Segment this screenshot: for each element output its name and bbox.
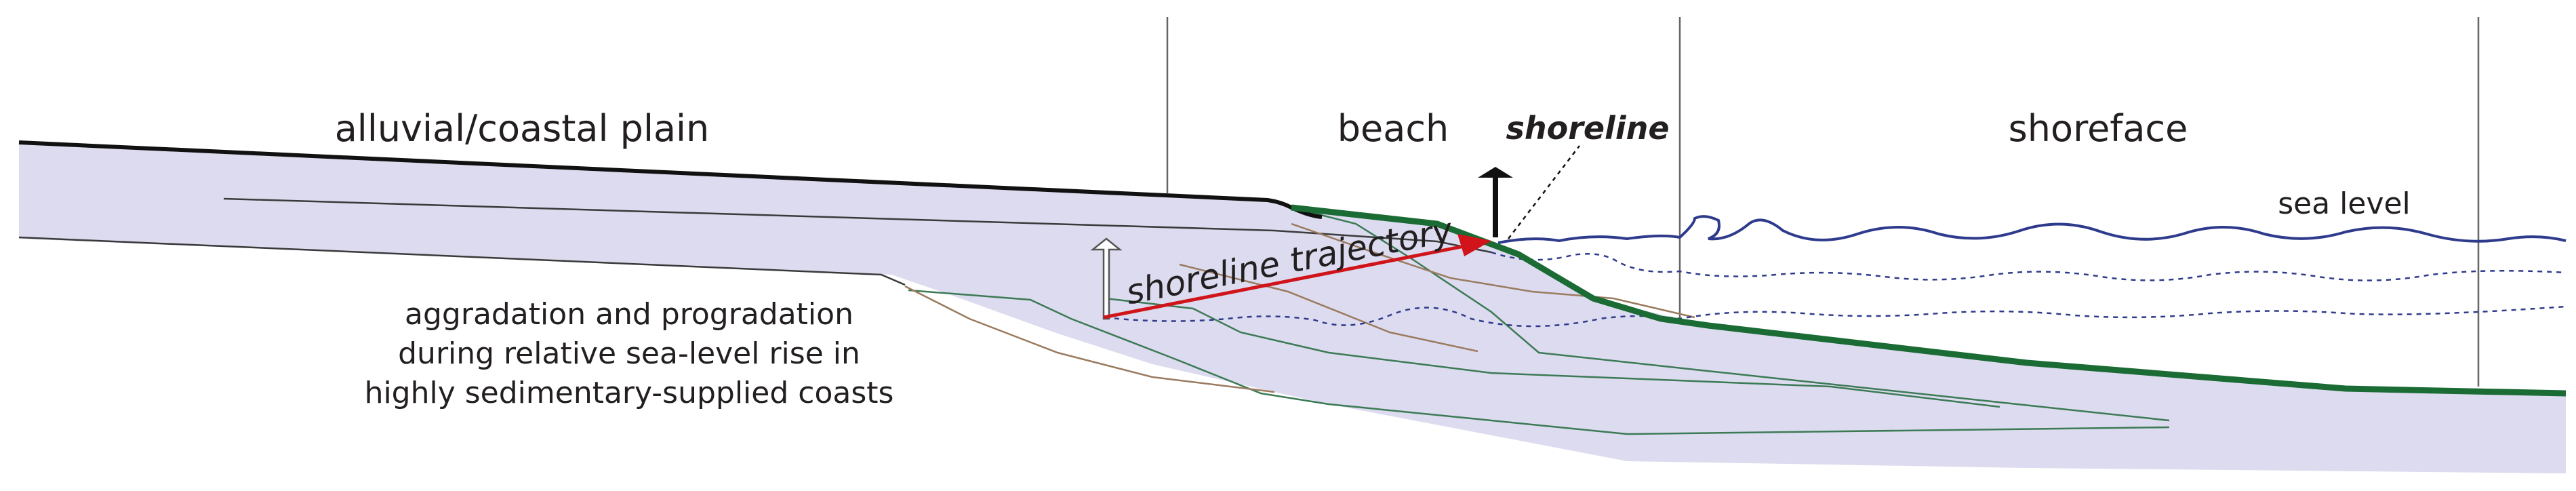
trajectory-shaft bbox=[1103, 243, 1468, 319]
bed-brown-3 bbox=[1291, 222, 1695, 319]
sediment-body bbox=[19, 142, 2566, 473]
zone-label-coastal-plain: alluvial/coastal plain bbox=[335, 107, 710, 150]
shoreline-label: shoreline bbox=[1506, 110, 1669, 146]
inner-surface-lower bbox=[18, 236, 906, 286]
bed-brown-2 bbox=[1179, 263, 1478, 353]
clinoform-1 bbox=[908, 289, 2170, 435]
clinoform-2 bbox=[1104, 297, 2000, 408]
caption-line-3: highly sedimentary-supplied coasts bbox=[365, 376, 894, 410]
bed-brown-1 bbox=[904, 285, 1275, 393]
alluvial-surface bbox=[18, 140, 1323, 219]
zone-label-beach: beach bbox=[1337, 107, 1449, 150]
trajectory-arrowhead bbox=[1457, 234, 1491, 256]
beach-shoreface-surface bbox=[1291, 204, 2567, 397]
caption-line-1: aggradation and progradation bbox=[405, 297, 853, 332]
shoreline-leader-line bbox=[1508, 145, 1580, 239]
zone-label-shoreface: shoreface bbox=[2009, 107, 2188, 150]
sea-level-label: sea level bbox=[2278, 186, 2411, 221]
caption-line-2: during relative sea-level rise in bbox=[398, 336, 860, 371]
old-sea-level-1 bbox=[1104, 305, 2567, 328]
shoreline-marker-icon bbox=[1478, 167, 1513, 237]
old-sea-level-2 bbox=[1491, 251, 2567, 281]
aggradation-arrow bbox=[1090, 237, 1123, 320]
sea-level-line bbox=[1497, 215, 2567, 244]
clinoform-3 bbox=[1291, 206, 2170, 422]
